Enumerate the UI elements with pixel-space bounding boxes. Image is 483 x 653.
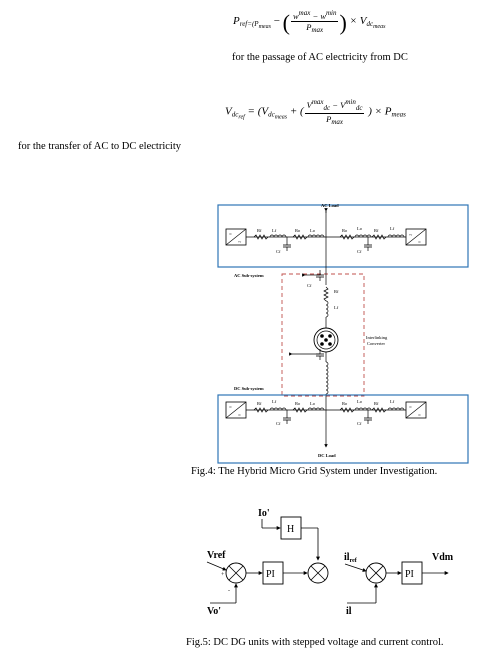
body-text-line-1: for the passage of AC electricity from D…: [232, 52, 408, 63]
svg-text:=: =: [229, 233, 232, 238]
body-text-line-2: for the transfer of AC to DC electricity: [18, 141, 181, 152]
dc-lf-left-label: Lf: [272, 399, 277, 404]
eq1-lhs-sub: ref=(P: [239, 20, 259, 29]
eq1-lhs-sub2: meas: [258, 24, 271, 31]
figure-4-caption: Fig.4: The Hybrid Micro Grid System unde…: [191, 466, 438, 477]
eq1-den-sub: max: [311, 26, 324, 34]
eq2-lhs-sub2: ref: [238, 114, 245, 121]
svg-text:=: =: [409, 406, 412, 411]
eq2-lhs-sub: dc: [231, 110, 239, 119]
svg-text:=: =: [418, 414, 421, 419]
eq2-num-sub-dc1: dc: [323, 104, 331, 112]
ac-lf-right-label: Lf: [390, 226, 395, 231]
eq2-den: P: [326, 114, 332, 124]
figure-5-caption: Fig.5: DC DG units with stepped voltage …: [186, 637, 444, 648]
ac-subsystem-label: AC Sub-system: [234, 273, 264, 278]
eq2-v-sub2: meas: [274, 114, 288, 121]
ac-lo-right-label: Lo: [357, 226, 363, 231]
dc-cf-right-label: Cf: [357, 421, 362, 426]
eq2-num: V: [306, 100, 312, 110]
eq2-num-sub-dc2: dc: [355, 104, 363, 112]
dc-load-label: DC Load: [318, 453, 336, 458]
svg-text:=: =: [229, 406, 232, 411]
eq1-num-sup-min: min: [325, 9, 337, 17]
ac-rf-right-label: Rf: [374, 228, 379, 233]
ic-rf-label: Rf: [334, 289, 339, 294]
ac-lf-left-label: Lf: [272, 228, 277, 233]
dc-converter-left-icon: = =: [225, 401, 247, 419]
ac-inverter-left-icon: = ~: [225, 228, 247, 246]
eq2-v-sub: dc: [268, 110, 275, 119]
interlinking-converter-icon: [313, 327, 339, 353]
dc-cf-left-label: Cf: [276, 421, 281, 426]
converter-label: Converter: [367, 341, 385, 346]
ac-cf-left-label: Cf: [276, 249, 281, 254]
ac-lo-left-label: Lo: [310, 228, 316, 233]
eq1-num-sup-max: max: [298, 9, 311, 17]
ac-subsystem-box: [217, 204, 469, 268]
eq2-p-sub: meas: [391, 110, 406, 119]
eq2-times: ) × P: [368, 105, 392, 118]
svg-text:~: ~: [238, 240, 242, 246]
dc-ro-right-label: Ro: [342, 401, 348, 406]
ac-inverter-right-icon: ~ =: [405, 228, 427, 246]
dc-subsystem-label: DC Sub-system: [234, 386, 264, 391]
eq2-num-mid: − V: [330, 100, 346, 110]
dc-lo-right-label: Lo: [357, 399, 363, 404]
ac-rf-left-label: Rf: [257, 228, 262, 233]
svg-text:=: =: [238, 414, 241, 419]
ic-lf-label: Lf: [334, 305, 339, 310]
dc-lo-left-label: Lo: [310, 401, 316, 406]
eq2-plus: + (: [289, 105, 304, 118]
interlinking-label: Interlinking: [366, 335, 388, 340]
eq1-lhs: P: [233, 15, 240, 28]
dc-converter-right-icon: = =: [405, 401, 427, 419]
eq1-num: w: [292, 11, 299, 21]
interlinking-converter-box: [281, 273, 365, 397]
ac-cf-right-label: Cf: [357, 249, 362, 254]
eq2-eq: = (V: [247, 105, 269, 118]
dc-rf-left-label: Rf: [257, 401, 262, 406]
eq2-lhs: V: [225, 105, 232, 118]
svg-text:~: ~: [409, 233, 413, 239]
dc-subsystem-box: [217, 394, 469, 464]
eq2-den-sub: max: [331, 118, 343, 126]
ac-load-label: AC Load: [321, 203, 339, 208]
ac-ro-right-label: Ro: [342, 228, 348, 233]
eq1-v-sub: dc: [366, 20, 374, 29]
ic-cf-label: Cf: [307, 283, 312, 288]
dc-lf-right-label: Lf: [390, 399, 395, 404]
eq1-v-sub2: meas: [373, 24, 386, 31]
eq1-den: P: [306, 22, 312, 32]
eq2-num-sup-max: max: [311, 98, 324, 106]
eq2-num-sup-min: min: [345, 98, 356, 106]
eq1-num-mid: − w: [310, 11, 326, 21]
dc-rf-right-label: Rf: [374, 401, 379, 406]
svg-text:=: =: [418, 241, 421, 246]
eq1-times: × V: [349, 15, 367, 28]
dc-ro-left-label: Ro: [295, 401, 301, 406]
ac-ro-left-label: Ro: [295, 228, 301, 233]
